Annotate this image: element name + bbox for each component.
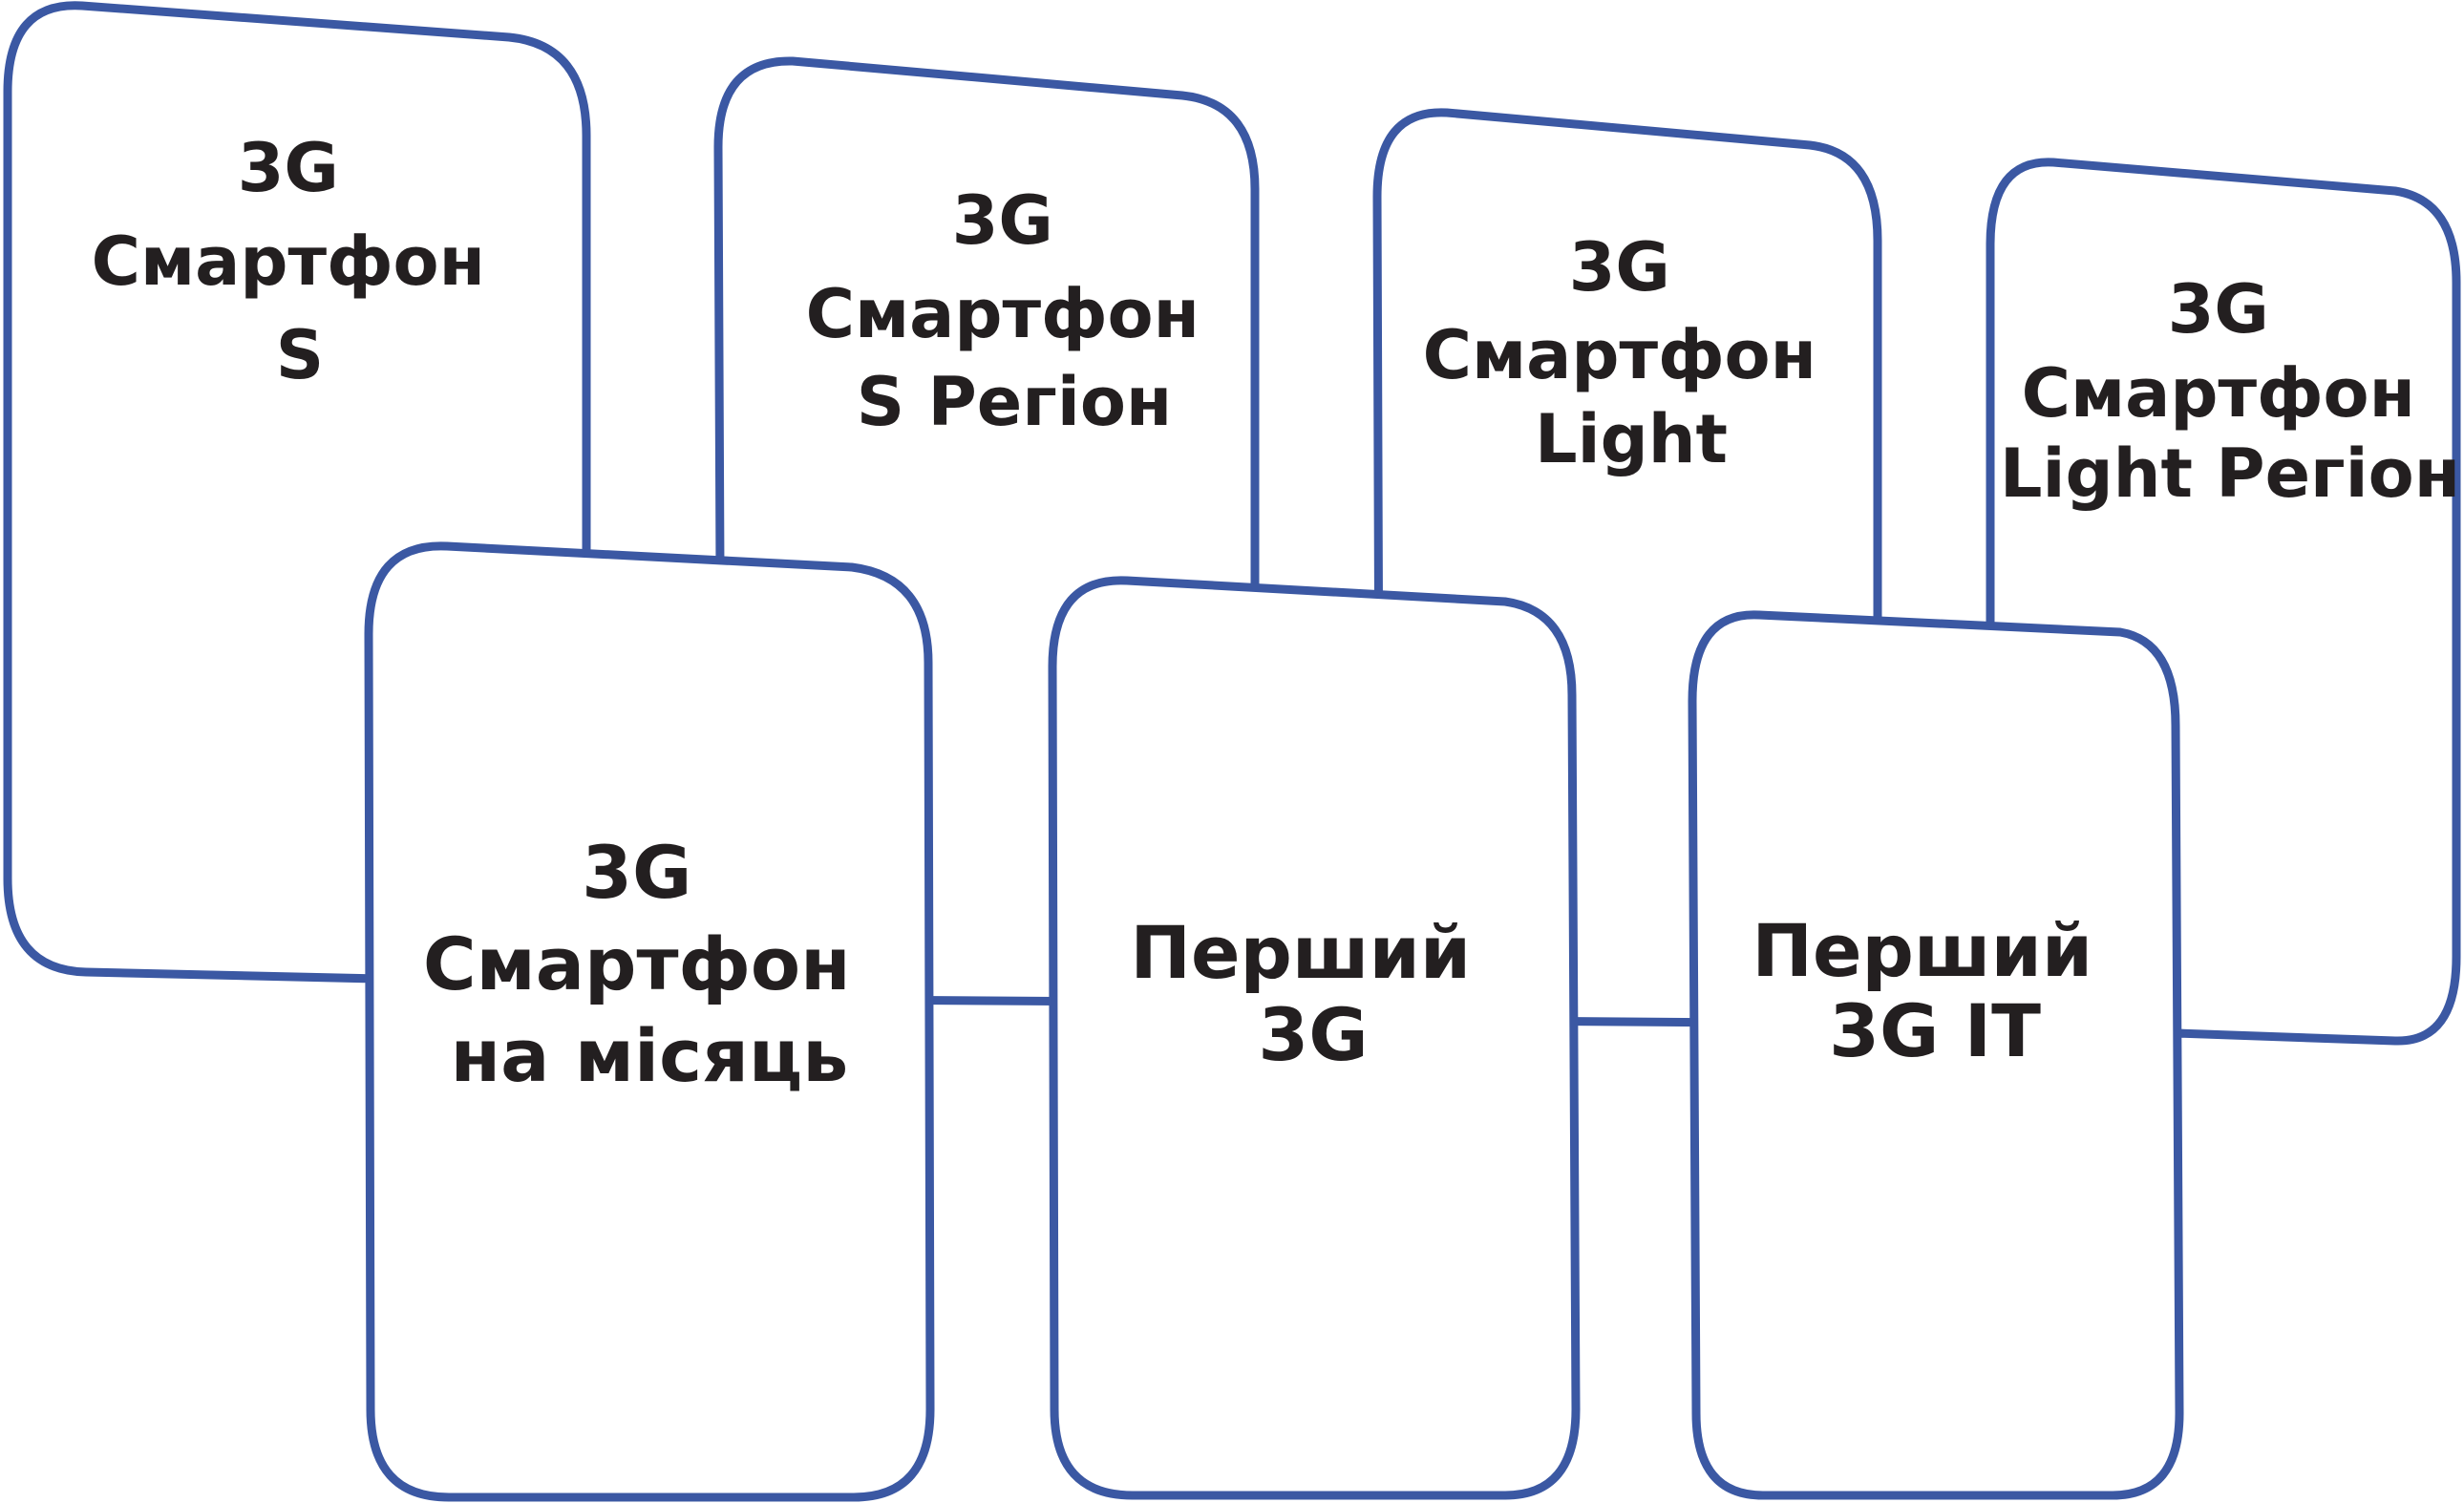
card-label: Перший 3G [1130,910,1496,1077]
card-outline [364,541,935,1502]
card-line-1: 3G [1569,228,1670,307]
card-outline [1688,610,2184,1500]
card-line-1: 3G [238,129,339,207]
card-line-3: Light [1535,400,1728,478]
card-line-3: на місяць [451,1013,849,1098]
card-line-2: Смартфон [92,222,485,301]
card-line-2: Смартфон [2022,354,2415,433]
card-line-2: 3G [1258,992,1368,1077]
card-label: 3G Смартфон S Регіон [806,181,1223,441]
card-line-1: Перший [1130,910,1471,995]
card-line-2: Смартфон [1423,316,1816,394]
card-line-2: Смартфон [806,275,1200,353]
card-line-1: 3G [582,830,691,915]
card-label: 3G Смартфон на місяць [423,830,876,1098]
card-line-2: Смартфон [423,921,851,1006]
front-card-pershyi-3g-it: Перший 3G IT [1688,610,2184,1500]
card-line-1: Перший [1752,908,2092,993]
card-label: 3G Смартфон Light Регіон [2000,270,2460,513]
card-label: 3G Смартфон S [92,129,509,394]
card-line-1: 3G [2168,270,2269,349]
card-label: Перший 3G IT [1752,908,2117,1073]
card-line-1: 3G [952,181,1053,260]
card-line-2: 3G IT [1829,988,2041,1073]
front-card-pershyi-3g: Перший 3G [1048,576,1581,1500]
card-label: 3G Смартфон Light [1423,228,1840,478]
card-line-3: S Регіон [857,363,1173,441]
card-line-3: Light Регіон [2000,434,2460,513]
card-outline [1048,576,1581,1500]
front-card-3g-smartphone-month: 3G Смартфон на місяць [364,541,935,1502]
card-line-3: S [276,316,324,394]
